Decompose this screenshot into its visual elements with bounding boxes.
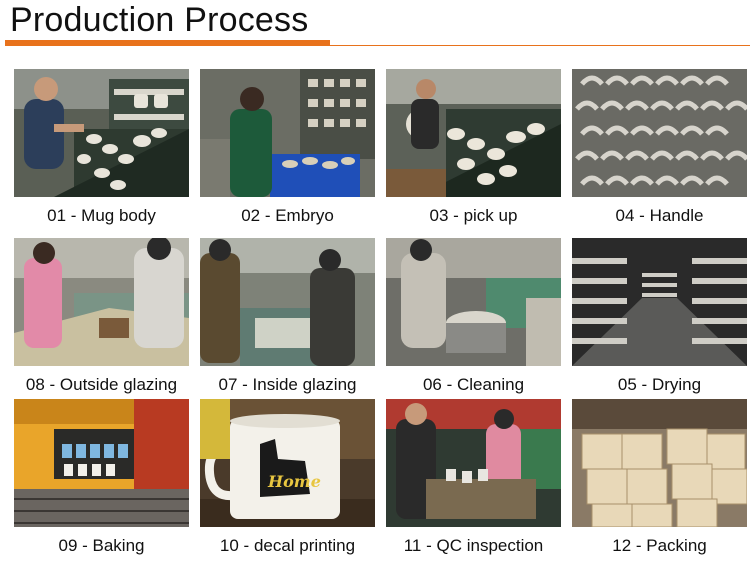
step-label: 11 - QC inspection bbox=[403, 536, 544, 555]
handle-rack-photo bbox=[572, 69, 747, 197]
decal-mug-photo: Home bbox=[200, 399, 375, 527]
step-label: 06 - Cleaning bbox=[422, 375, 525, 394]
outside-glazing-photo bbox=[14, 238, 189, 366]
step-label: 01 - Mug body bbox=[47, 206, 156, 225]
step-label: 03 - pick up bbox=[429, 206, 518, 225]
process-grid: 01 - Mug body 02 - Embryo bbox=[14, 69, 747, 559]
step-label: 04 - Handle bbox=[615, 206, 704, 225]
title-underline-thick bbox=[5, 40, 330, 46]
decal-text: Home bbox=[267, 472, 321, 491]
kiln-baking-photo bbox=[14, 399, 189, 527]
inside-glazing-photo bbox=[200, 238, 375, 366]
step-label: 07 - Inside glazing bbox=[218, 375, 357, 394]
page-title: Production Process bbox=[10, 1, 309, 39]
step-label: 09 - Baking bbox=[58, 536, 145, 555]
qc-inspection-photo bbox=[386, 399, 561, 527]
packing-boxes-photo bbox=[572, 399, 747, 527]
step-label: 10 - decal printing bbox=[219, 536, 356, 555]
worker-trimming-photo bbox=[200, 69, 375, 197]
mug-pickup-photo bbox=[386, 69, 561, 197]
drying-room-photo bbox=[572, 238, 747, 366]
title-underline-thin bbox=[330, 45, 750, 46]
step-label: 08 - Outside glazing bbox=[25, 375, 178, 394]
step-label: 02 - Embryo bbox=[241, 206, 334, 225]
step-label: 12 - Packing bbox=[612, 536, 707, 555]
cleaning-photo bbox=[386, 238, 561, 366]
step-label: 05 - Drying bbox=[617, 375, 702, 394]
mug-forming-photo bbox=[14, 69, 189, 197]
